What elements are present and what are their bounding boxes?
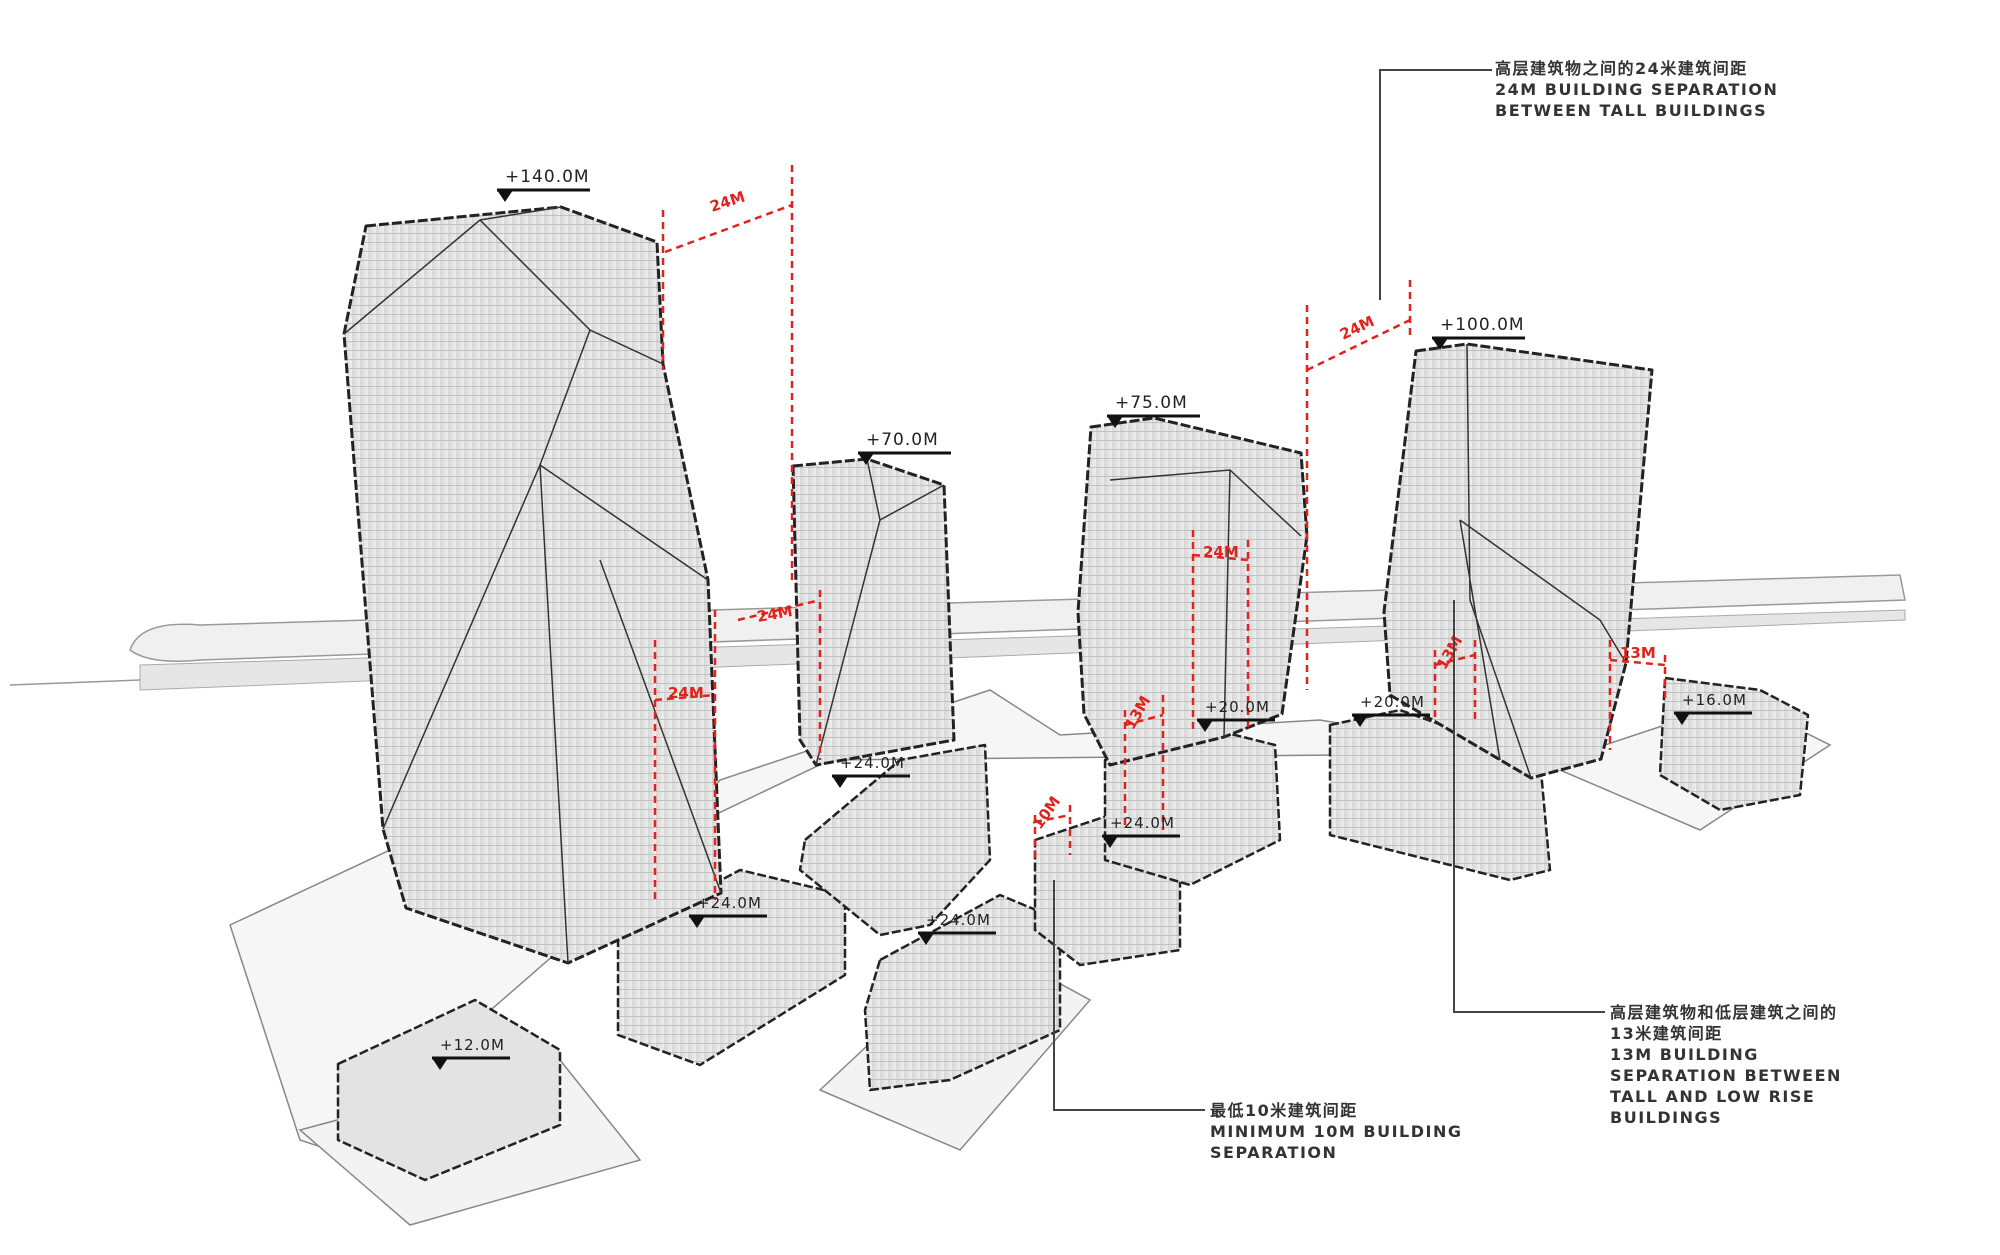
- elevation-triangle-icon: [832, 776, 848, 788]
- elevation-marker: +12.0M: [432, 1036, 510, 1070]
- callout-tall-low-separation: 高层建筑物和低层建筑之间的 13米建筑间距 13M BUILDING SEPAR…: [1610, 1002, 1842, 1128]
- elevation-label: +140.0M: [505, 167, 590, 187]
- elevation-marker: +24.0M: [1102, 814, 1180, 848]
- callout-text-cn: 13米建筑间距: [1610, 1024, 1723, 1043]
- callout-text-en: 13M BUILDING: [1610, 1045, 1759, 1064]
- dimension-label: 24M: [756, 602, 794, 626]
- callout-text-en: SEPARATION BETWEEN: [1610, 1066, 1842, 1085]
- elevation-triangle-icon: [432, 1058, 448, 1070]
- tower-b: [791, 457, 956, 767]
- callout-text-en: BETWEEN TALL BUILDINGS: [1495, 101, 1768, 120]
- elevation-label: +24.0M: [926, 911, 991, 929]
- callout-text-cn: 高层建筑物和低层建筑之间的: [1610, 1003, 1838, 1022]
- dimension-label: 13M: [1620, 644, 1656, 662]
- elevation-label: +70.0M: [866, 430, 939, 450]
- elevation-marker: +20.0M: [1197, 698, 1275, 732]
- callout-text-en: TALL AND LOW RISE: [1610, 1087, 1816, 1106]
- elevation-label: +100.0M: [1440, 315, 1525, 335]
- elevation-triangle-icon: [918, 933, 934, 945]
- callout-text-en: BUILDINGS: [1610, 1108, 1723, 1127]
- elevation-label: +24.0M: [840, 754, 905, 772]
- elevation-marker: +70.0M: [858, 430, 951, 465]
- elevation-marker: +75.0M: [1107, 393, 1200, 428]
- dimension-label: 24M: [708, 188, 748, 216]
- callout-tall-building-separation: 高层建筑物之间的24米建筑间距 24M BUILDING SEPARATION …: [1495, 58, 1778, 121]
- elevation-marker: +24.0M: [918, 911, 996, 945]
- podium-b: [798, 743, 992, 937]
- elevation-marker: +100.0M: [1432, 315, 1525, 350]
- elevation-marker: +24.0M: [689, 894, 767, 928]
- dimension-lines: [653, 165, 1667, 900]
- callout-text-cn: 高层建筑物之间的24米建筑间距: [1495, 59, 1748, 78]
- dimension-label: 10M: [1029, 793, 1064, 833]
- elevation-triangle-icon: [497, 190, 513, 202]
- elevation-triangle-icon: [689, 916, 705, 928]
- elevation-label: +24.0M: [1110, 814, 1175, 832]
- elevation-triangle-icon: [1197, 720, 1213, 732]
- elevation-marker: +20.0M: [1352, 693, 1430, 727]
- elevation-triangle-icon: [1674, 713, 1690, 725]
- callout-text-en: 24M BUILDING SEPARATION: [1495, 80, 1779, 99]
- elevation-triangle-icon: [1107, 416, 1123, 428]
- callout-text-cn: 最低10米建筑间距: [1210, 1101, 1358, 1120]
- podium-h: [336, 998, 562, 1182]
- dimension-label: 24M: [1337, 312, 1377, 343]
- elevation-marker: +16.0M: [1674, 691, 1752, 725]
- callout-minimum-separation: 最低10米建筑间距 MINIMUM 10M BUILDING SEPARATIO…: [1210, 1100, 1462, 1163]
- elevation-label: +24.0M: [697, 894, 762, 912]
- podium-f: [863, 893, 1062, 1092]
- elevation-triangle-icon: [1352, 715, 1368, 727]
- elevation-label: +12.0M: [440, 1036, 505, 1054]
- elevation-label: +20.0M: [1360, 693, 1425, 711]
- elevation-label: +16.0M: [1682, 691, 1747, 709]
- podiums: [336, 676, 1810, 1182]
- elevation-triangle-icon: [1102, 836, 1118, 848]
- elevation-markers: +140.0M +70.0M +75.0M +100.0M +24.0M +24.0M +2…: [432, 167, 1752, 1070]
- callout-leaders: [1053, 69, 1605, 1111]
- elevation-label: +20.0M: [1205, 698, 1270, 716]
- elevation-label: +75.0M: [1115, 393, 1188, 413]
- elevation-marker: +24.0M: [832, 754, 910, 788]
- elevation-triangle-icon: [858, 453, 874, 465]
- callout-text-en: SEPARATION: [1210, 1143, 1338, 1162]
- elevation-marker: +140.0M: [497, 167, 590, 202]
- elevation-triangle-icon: [1432, 338, 1448, 350]
- dimension-label: 24M: [668, 684, 704, 702]
- podium-g: [1658, 676, 1810, 812]
- podium-a: [616, 868, 847, 1067]
- dimension-label: 24M: [1203, 543, 1239, 561]
- callout-text-en: MINIMUM 10M BUILDING: [1210, 1122, 1463, 1141]
- tower-facets: [343, 206, 1627, 964]
- tower-a: [342, 205, 723, 965]
